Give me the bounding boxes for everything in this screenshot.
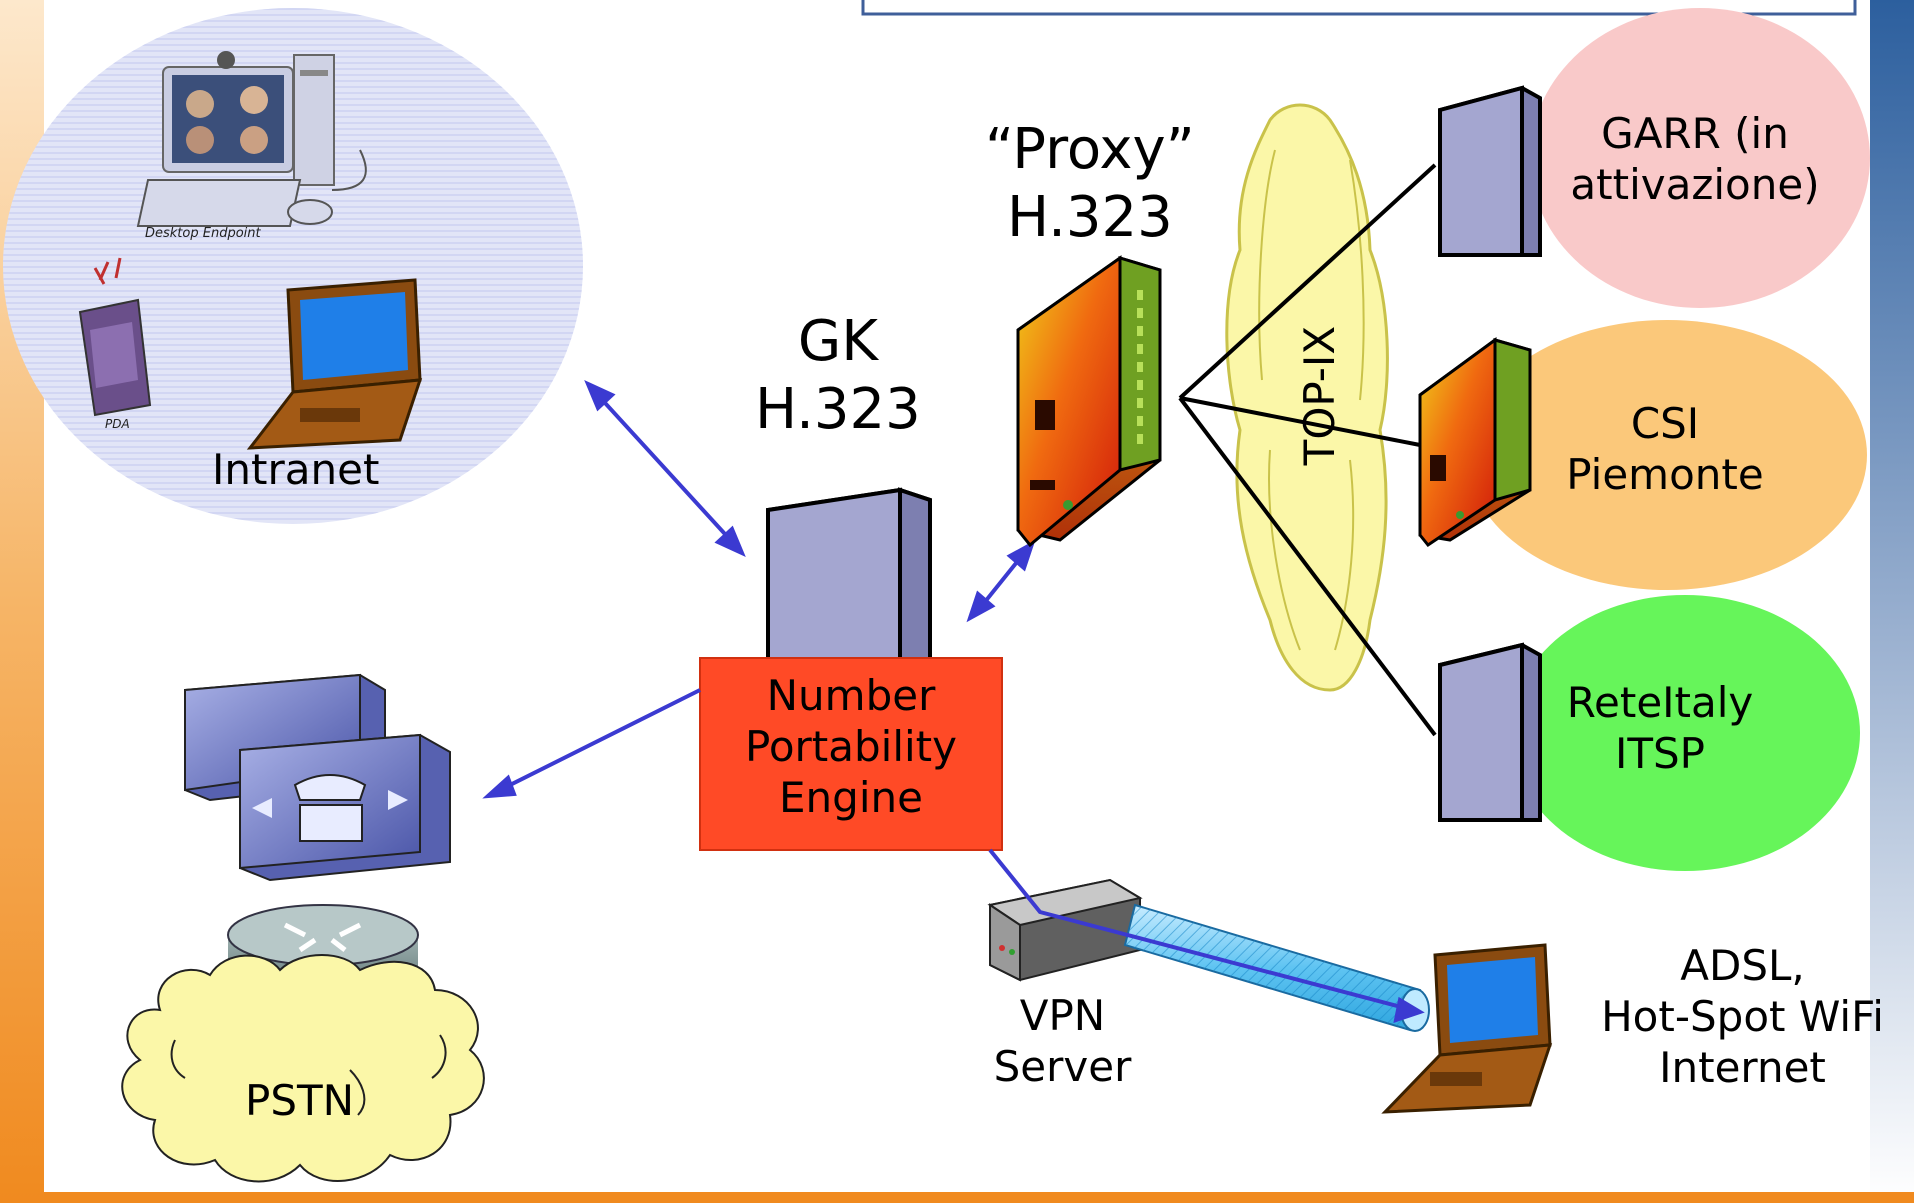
arrow-intranet-gk (584, 380, 746, 557)
reteitaly-line2: ITSP (1614, 729, 1706, 779)
number-portability-engine-box (699, 657, 1003, 851)
proxy-server-icon (1016, 255, 1162, 548)
gk-label: GK H.323 (755, 308, 921, 445)
garr-line1: GARR (in (1601, 109, 1789, 158)
arrow-gk-proxy (966, 539, 1036, 623)
npe-line1: Number (766, 671, 936, 720)
proxy-label: “Proxy” H.323 (985, 116, 1195, 253)
arrow-npe-remote (988, 848, 1425, 1023)
adsl-line1: ADSL, (1680, 941, 1805, 990)
csi-line2: Piemonte (1566, 450, 1764, 500)
vpn-server-icon (987, 878, 1143, 982)
garr-bubble (1530, 8, 1870, 308)
csi-bubble (1467, 320, 1867, 590)
proxy-links (1178, 163, 1437, 737)
reteitaly-server-icon (1438, 642, 1542, 822)
remote-laptop-icon (1381, 943, 1553, 1114)
vpn-server-label: VPN Server (960, 990, 1165, 1092)
telephony-gateway-icon (184, 673, 451, 882)
gk-label-line2: H.323 (755, 377, 921, 443)
reteitaly-bubble (1510, 595, 1860, 871)
vpn-line1: VPN (1019, 991, 1106, 1040)
vpn-line2: Server (993, 1042, 1132, 1092)
pda-label: PDA (105, 417, 130, 431)
right-accent-bar (1870, 0, 1914, 1203)
number-portability-engine-label: Number Portability Engine (700, 670, 1002, 824)
gk-label-line1: GK (797, 309, 878, 374)
arrow-npe-gateway (482, 688, 701, 799)
garr-label: GARR (in attivazione) (1545, 108, 1845, 210)
reteitaly-line1: ReteItaly (1566, 678, 1754, 727)
adsl-line2: Hot-Spot WiFi (1601, 992, 1884, 1042)
npe-line2: Portability (745, 722, 957, 772)
vpn-tunnel (1123, 903, 1430, 1032)
intranet-laptop-icon (246, 278, 423, 450)
bottom-accent-bar (44, 1192, 1914, 1203)
top-text-box (861, 0, 1857, 16)
csi-label: CSI Piemonte (1545, 398, 1785, 500)
reteitaly-label: ReteItaly ITSP (1540, 677, 1780, 779)
csi-line1: CSI (1630, 399, 1700, 448)
proxy-label-line2: H.323 (1006, 185, 1173, 251)
topix-cloud (1225, 103, 1389, 692)
adsl-label: ADSL, Hot-Spot WiFi Internet (1570, 940, 1914, 1094)
garr-server-icon (1438, 85, 1542, 257)
adsl-line3: Internet (1659, 1043, 1826, 1093)
desktop-endpoint-label: Desktop Endpoint (145, 226, 262, 241)
csi-server-icon (1418, 337, 1532, 548)
pstn-cloud (121, 954, 485, 1183)
pda-icon (78, 257, 152, 417)
pstn-label: PSTN (245, 1076, 355, 1125)
npe-line3: Engine (779, 773, 923, 823)
topix-label: TOP-IX (1295, 325, 1345, 466)
intranet-label: Intranet (212, 445, 380, 494)
desktop-endpoint-icon (136, 51, 367, 227)
proxy-label-line1: “Proxy” (985, 117, 1195, 182)
garr-line2: attivazione) (1570, 160, 1820, 210)
gk-server-icon (766, 487, 932, 682)
